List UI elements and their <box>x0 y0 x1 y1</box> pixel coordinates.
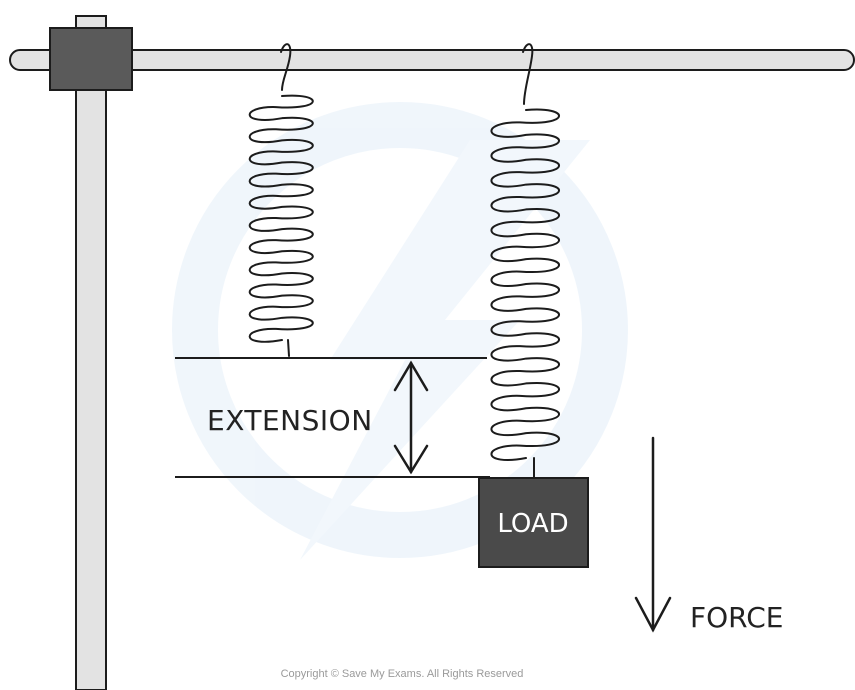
force-arrow <box>634 436 672 633</box>
clamp-boss <box>49 27 133 91</box>
unloaded-spring <box>248 43 314 357</box>
loaded-spring <box>490 43 560 479</box>
load-label: LOAD <box>497 509 568 539</box>
watermark-logo <box>172 102 628 560</box>
copyright-notice: Copyright © Save My Exams. All Rights Re… <box>281 668 524 680</box>
stand-pole <box>75 15 107 690</box>
extension-label: EXTENSION <box>207 404 373 437</box>
load-block <box>478 477 589 568</box>
horizontal-bar <box>9 49 855 71</box>
force-label: FORCE <box>690 601 783 634</box>
extension-arrow <box>393 360 429 475</box>
